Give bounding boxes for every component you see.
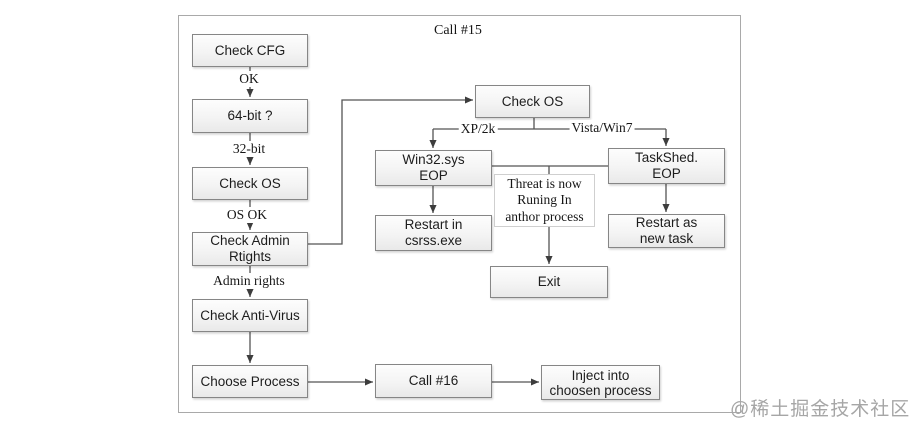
node-tasksched-eop: TaskShed. EOP [608, 148, 725, 184]
node-label-line: Call #16 [408, 373, 459, 388]
node-check-cfg: Check CFG [192, 34, 308, 67]
diagram-title: Call #15 [434, 23, 482, 38]
node-label-line: Check Admin [210, 233, 290, 248]
node-restart-as-new-task: Restart as new task [608, 214, 725, 248]
node-choose-process: Choose Process [192, 365, 308, 398]
node-label-line: Restart as [635, 215, 698, 230]
note-label-line: anthor process [505, 208, 584, 224]
node-inject-into-process: Inject into choosen process [541, 365, 660, 400]
node-check-admin-rights: Check Admin Rtights [192, 232, 308, 266]
edge-label-32-bit: 32-bit [230, 141, 268, 157]
node-label-line: csrss.exe [404, 233, 462, 248]
node-label-line: Inject into [571, 367, 630, 383]
node-label-line: choosen process [549, 382, 652, 398]
node-label-line: Check CFG [214, 42, 286, 58]
node-call-16: Call #16 [375, 364, 492, 398]
node-label-line: Exit [537, 274, 561, 289]
node-label-line: Rtights [228, 249, 272, 264]
edge-label-admin-rights: Admin rights [211, 273, 287, 289]
node-restart-in-csrss: Restart in csrss.exe [375, 215, 492, 251]
node-exit: Exit [490, 266, 608, 298]
node-label-line: EOP [652, 166, 681, 181]
node-label-line: new task [639, 231, 694, 246]
node-check-os-left: Check OS [192, 167, 308, 200]
edge-label-xp-2k: XP/2k [458, 121, 498, 137]
node-label-line: Restart in [404, 217, 463, 232]
node-label-line: Check OS [501, 93, 564, 109]
note-threat-running: Threat is now Runing In anthor process [494, 174, 595, 227]
node-win32-sys-eop: Win32.sys EOP [375, 150, 492, 186]
diagram-frame [178, 15, 741, 413]
edge-label-vista-win7: Vista/Win7 [569, 120, 635, 136]
edge-label-ok: OK [237, 71, 261, 87]
node-label-line: Choose Process [200, 373, 300, 389]
node-check-os-right: Check OS [475, 85, 590, 118]
node-label-line: Check Anti-Virus [200, 307, 300, 323]
edge-label-os-ok: OS OK [224, 207, 270, 223]
note-label-line: Threat is now [507, 175, 582, 191]
node-label-line: Win32.sys [402, 152, 465, 167]
node-label-line: Check OS [219, 175, 281, 191]
node-64-bit: 64-bit ? [192, 99, 308, 133]
node-label-line: 64-bit ? [227, 108, 273, 123]
node-label-line: TaskShed. [634, 150, 699, 165]
note-label-line: Runing In [517, 192, 572, 208]
watermark: @稀土掘金技术社区 [730, 399, 909, 420]
node-check-anti-virus: Check Anti-Virus [192, 299, 308, 332]
node-label-line: EOP [419, 168, 448, 183]
